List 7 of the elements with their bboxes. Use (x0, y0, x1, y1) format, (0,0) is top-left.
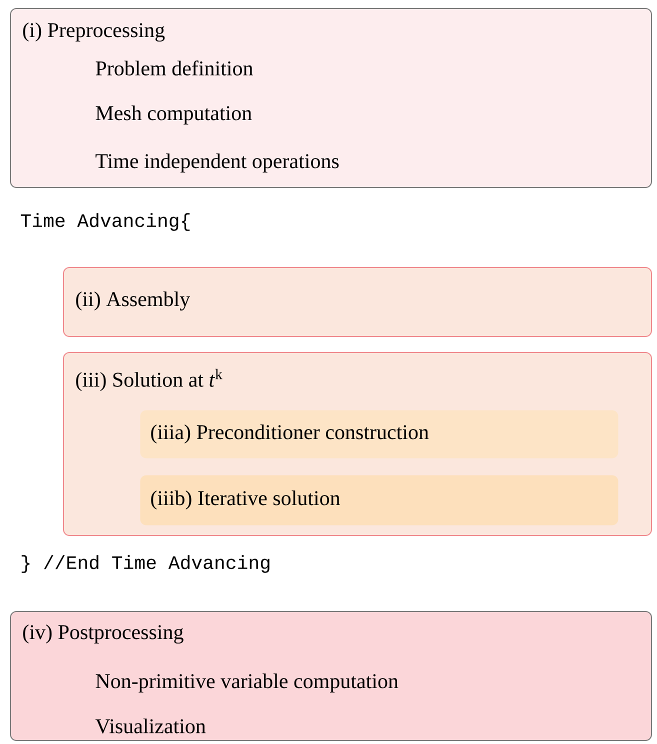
code-line: } //End Time Advancing (22, 555, 270, 573)
sub-step-box: (iiia) Preconditioner construction (140, 410, 618, 458)
sub-step-box: (iiib) Iterative solution (140, 475, 618, 526)
step-box: (ii) Assembly (63, 267, 652, 337)
step-box: (iv) Postprocessing Non-primitive variable computation Visualization (10, 611, 652, 741)
code-line: Time Advancing{ (20, 213, 190, 231)
step-box: (i) Preprocessing Problem definition Mesh computation Time independent operations (10, 8, 652, 188)
